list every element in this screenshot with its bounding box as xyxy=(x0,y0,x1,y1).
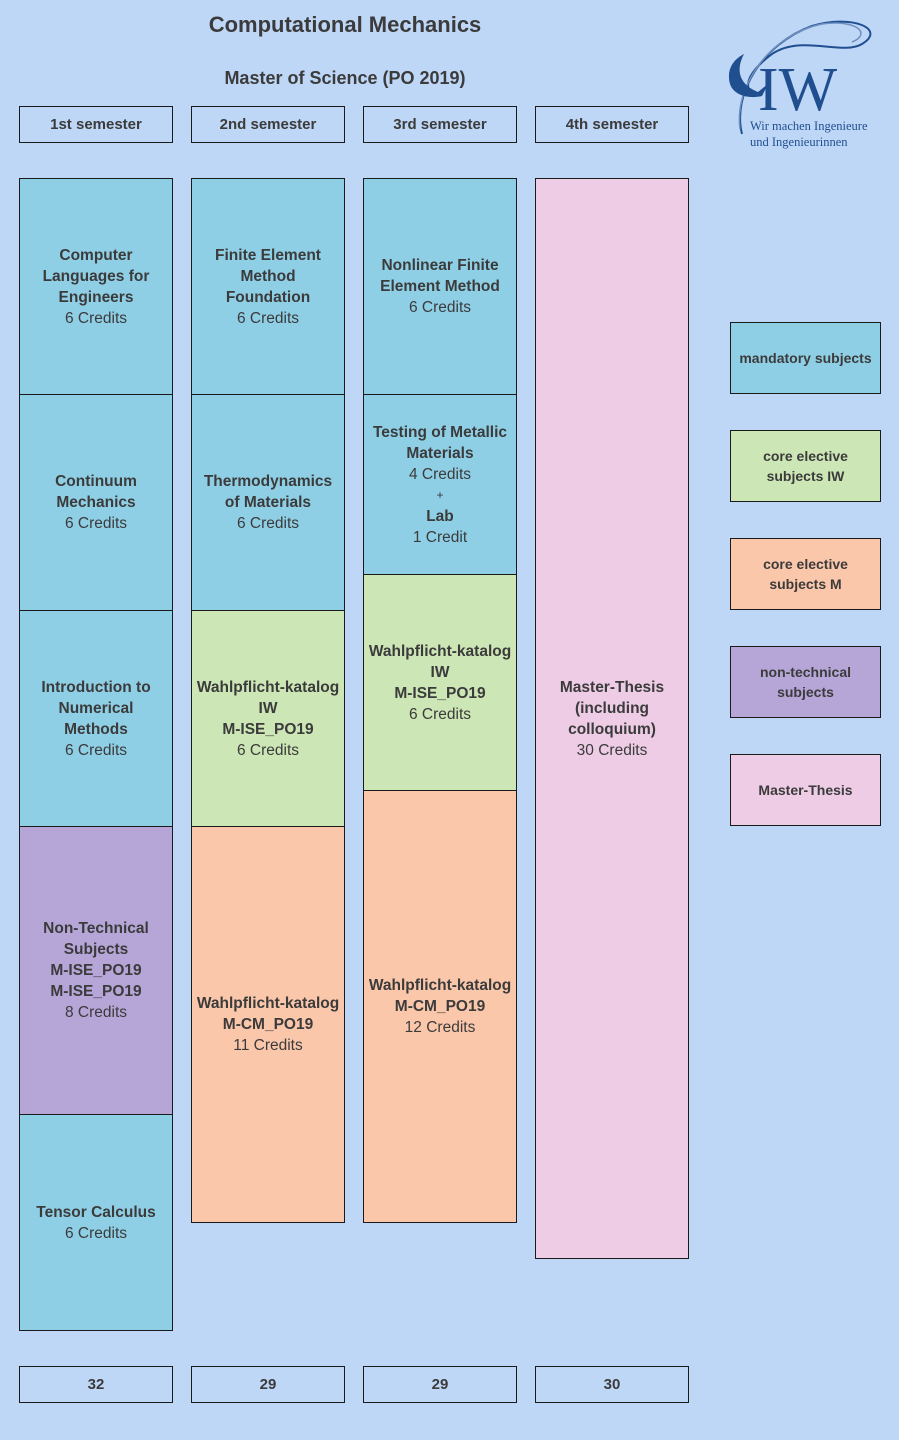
legend-non-technical: non-technical subjects xyxy=(730,646,881,718)
module-credits: 6 Credits xyxy=(64,515,128,532)
module-title: Engineers xyxy=(58,288,134,306)
legend-mandatory: mandatory subjects xyxy=(730,322,881,394)
module-title: Wahlpflicht-katalog xyxy=(368,977,512,994)
module-credits: 6 Credits xyxy=(408,299,472,316)
module-credits: 11 Credits xyxy=(233,1037,303,1054)
module-title: Master-Thesis xyxy=(559,678,665,696)
page-subtitle: Master of Science (PO 2019) xyxy=(224,68,466,88)
module-title: Computer xyxy=(59,246,133,264)
module-title: Nonlinear Finite xyxy=(381,257,499,274)
module-title: of Materials xyxy=(224,494,312,511)
legend-master-thesis: Master-Thesis xyxy=(730,754,881,826)
iw-logo: IW Wir machen Ingenieure und Ingenieurin… xyxy=(722,14,882,154)
module-non-technical-subjects: Non-Technical Subjects M-ISE_PO19 M-ISE_… xyxy=(19,826,173,1115)
lab-title: Lab xyxy=(426,507,454,525)
module-title: Finite Element xyxy=(215,246,321,264)
module-credits: 6 Credits xyxy=(408,705,472,723)
module-wahlpflicht-iw-s2: Wahlpflicht-katalog IW M-ISE_PO19 6 Cred… xyxy=(191,610,345,827)
module-computer-languages: Computer Languages for Engineers 6 Credi… xyxy=(19,178,173,395)
module-master-thesis: Master-Thesis (including colloquium) 30 … xyxy=(535,178,689,1259)
module-credits: 6 Credits xyxy=(236,309,300,327)
module-tensor-calculus: Tensor Calculus 6 Credits xyxy=(19,1114,173,1331)
logo-tagline-1: Wir machen Ingenieure xyxy=(750,119,868,133)
module-title: Mechanics xyxy=(56,494,136,511)
module-credits: 4 Credits xyxy=(408,465,472,483)
module-credits: 30 Credits xyxy=(576,741,648,759)
module-title: M-CM_PO19 xyxy=(222,1016,314,1033)
module-title: (including xyxy=(574,699,650,717)
module-title: M-CM_PO19 xyxy=(394,998,486,1015)
module-title: Wahlpflicht-katalog xyxy=(196,678,340,696)
module-title: Method xyxy=(240,267,296,285)
semester-total-1: 32 xyxy=(19,1366,173,1403)
module-credits: 8 Credits xyxy=(64,1004,128,1021)
module-credits: 12 Credits xyxy=(404,1019,476,1036)
module-title: Languages for xyxy=(42,267,150,285)
logo-swoosh-icon: IW Wir machen Ingenieure und Ingenieurin… xyxy=(728,20,872,149)
semester-total-3: 29 xyxy=(363,1366,517,1403)
semester-total-2: 29 xyxy=(191,1366,345,1403)
module-wahlpflicht-cm-s2: Wahlpflicht-katalog M-CM_PO19 11 Credits xyxy=(191,826,345,1223)
legend-core-elective-iw: core elective subjects IW xyxy=(730,430,881,502)
module-credits: 6 Credits xyxy=(236,515,300,532)
semester-header-2: 2nd semester xyxy=(191,106,345,143)
module-title: Wahlpflicht-katalog xyxy=(368,642,512,660)
module-title: Wahlpflicht-katalog xyxy=(196,995,340,1012)
module-title: Numerical xyxy=(58,699,134,717)
semester-header-3: 3rd semester xyxy=(363,106,517,143)
page-title: Computational Mechanics xyxy=(208,12,482,37)
module-title: colloquium) xyxy=(568,720,656,738)
module-title: Introduction to xyxy=(41,678,151,696)
module-title: IW xyxy=(430,663,450,681)
module-nonlinear-fem: Nonlinear Finite Element Method 6 Credit… xyxy=(363,178,517,395)
module-title: Testing of Metallic xyxy=(372,423,508,441)
module-title: Foundation xyxy=(225,288,311,306)
module-credits: 6 Credits xyxy=(236,741,300,759)
module-title: M-ISE_PO19 xyxy=(50,983,142,1000)
module-title: M-ISE_PO19 xyxy=(394,684,486,702)
module-title: Continuum xyxy=(55,473,137,490)
module-wahlpflicht-iw-s3: Wahlpflicht-katalog IW M-ISE_PO19 6 Cred… xyxy=(363,574,517,791)
semester-total-4: 30 xyxy=(535,1366,689,1403)
module-continuum-mechanics: Continuum Mechanics 6 Credits xyxy=(19,394,173,611)
module-credits: 6 Credits xyxy=(64,309,128,327)
legend-core-elective-m: core elective subjects M xyxy=(730,538,881,610)
semester-header-1: 1st semester xyxy=(19,106,173,143)
module-credits: 6 Credits xyxy=(64,1224,128,1242)
module-thermodynamics: Thermodynamics of Materials 6 Credits xyxy=(191,394,345,611)
module-title: Thermodynamics xyxy=(203,473,333,490)
module-title: M-ISE_PO19 xyxy=(50,962,142,979)
module-title: Materials xyxy=(406,444,474,462)
module-title: IW xyxy=(258,699,278,717)
logo-letters: IW xyxy=(758,56,838,124)
module-title: M-ISE_PO19 xyxy=(222,720,314,738)
module-title: Methods xyxy=(64,720,128,738)
plus-sign: + xyxy=(436,487,444,502)
module-wahlpflicht-cm-s3: Wahlpflicht-katalog M-CM_PO19 12 Credits xyxy=(363,790,517,1223)
module-credits: 6 Credits xyxy=(64,741,128,759)
module-numerical-methods: Introduction to Numerical Methods 6 Cred… xyxy=(19,610,173,827)
module-title: Tensor Calculus xyxy=(36,1203,156,1221)
logo-tagline-2: und Ingenieurinnen xyxy=(750,135,848,149)
module-title: Non-Technical xyxy=(43,920,149,937)
semester-header-4: 4th semester xyxy=(535,106,689,143)
module-testing-metallic-materials: Testing of Metallic Materials 4 Credits … xyxy=(363,394,517,575)
module-title: Subjects xyxy=(63,941,129,958)
module-title: Element Method xyxy=(380,278,500,295)
module-fem-foundation: Finite Element Method Foundation 6 Credi… xyxy=(191,178,345,395)
lab-credits: 1 Credit xyxy=(412,528,468,546)
